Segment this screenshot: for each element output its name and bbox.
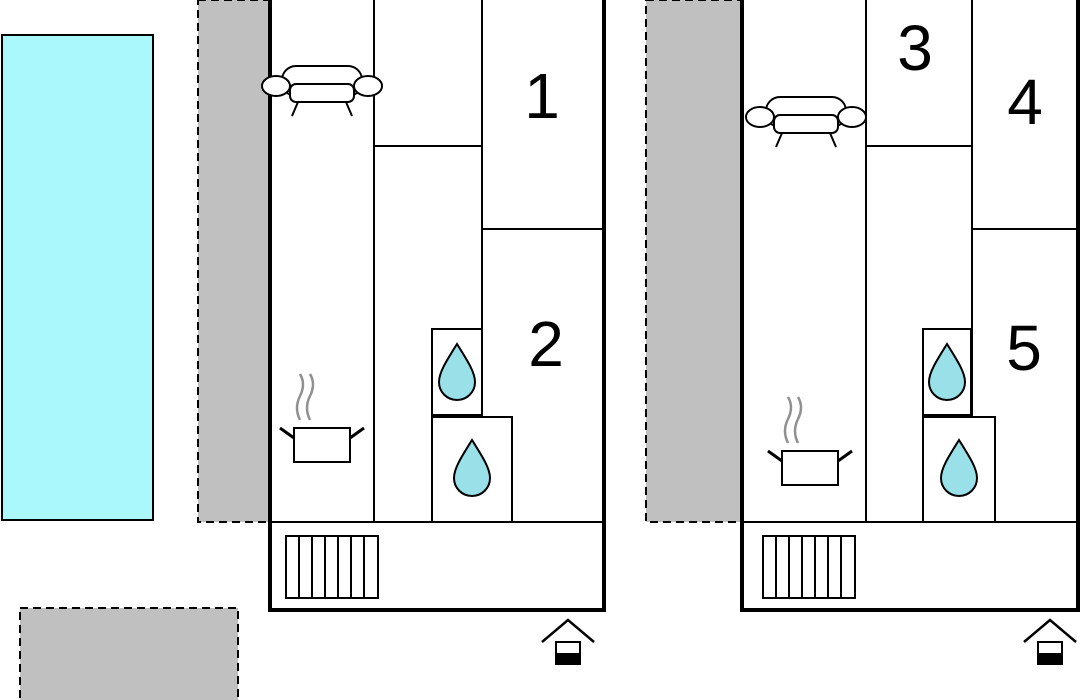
room-number-4: 4 <box>1007 66 1043 138</box>
house-entrance-icon <box>1022 618 1078 666</box>
room-number-5: 5 <box>1006 312 1042 384</box>
terrace-area-left <box>197 0 271 523</box>
room-number-2: 2 <box>528 308 564 380</box>
radiator-icon <box>762 535 856 599</box>
pool-area <box>1 34 154 521</box>
radiator-icon <box>285 535 379 599</box>
house-left <box>268 0 606 612</box>
room-number-1: 1 <box>524 60 560 132</box>
terrace-area-bottom <box>19 607 239 700</box>
house-entrance-icon <box>540 618 596 666</box>
room-number-3: 3 <box>897 12 933 84</box>
terrace-area-right <box>645 0 743 523</box>
